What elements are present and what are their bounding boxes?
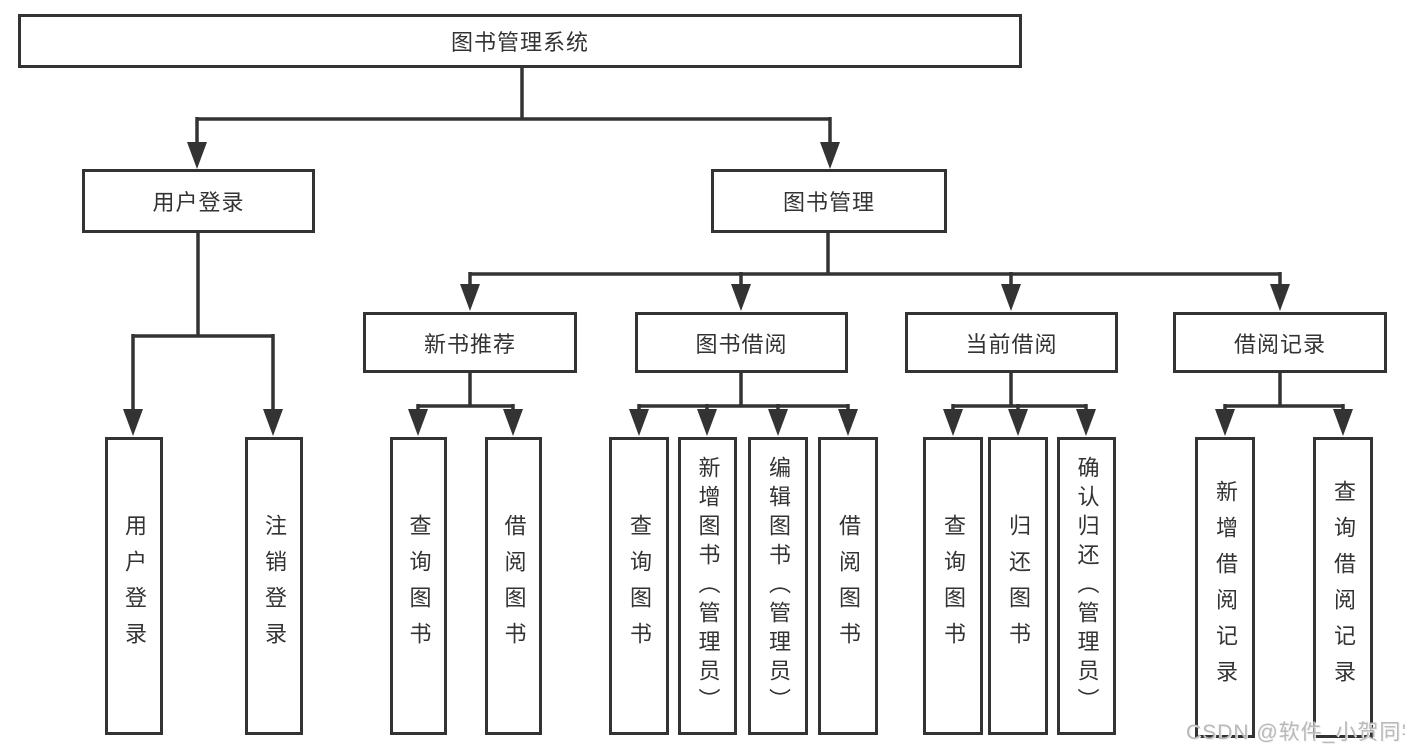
node-current-borrowing: 当前借阅 (905, 312, 1118, 373)
leaf-return-books: 归还图书 (988, 437, 1048, 735)
leaf-query-books-borrow: 查询图书 (609, 437, 669, 735)
leaf-user-login: 用户登录 (105, 437, 163, 735)
leaf-edit-books-admin: 编辑图书（管理员） (748, 437, 808, 735)
node-book-borrowing: 图书借阅 (635, 312, 848, 373)
leaf-borrow-books-label: 借阅图书 (836, 514, 861, 658)
leaf-query-books-recommend: 查询图书 (390, 437, 447, 735)
leaf-add-books-admin-label: 新增图书（管理员） (695, 455, 721, 717)
leaf-query-books-current: 查询图书 (923, 437, 983, 735)
leaf-confirm-return-admin: 确认归还（管理员） (1057, 437, 1116, 735)
watermark: CSDN @软件_小贺同学 (1186, 721, 1405, 744)
leaf-edit-books-admin-label: 编辑图书（管理员） (766, 455, 791, 717)
leaf-add-books-admin: 新增图书（管理员） (678, 437, 737, 735)
leaf-query-books-recommend-label: 查询图书 (406, 514, 432, 658)
node-new-book-recommendation: 新书推荐 (363, 312, 577, 373)
node-book-management: 图书管理 (711, 169, 947, 233)
leaf-logout-login: 注销登录 (245, 437, 303, 735)
node-user-login: 用户登录 (82, 169, 315, 233)
leaf-borrow-books: 借阅图书 (818, 437, 878, 735)
node-borrowing-records: 借阅记录 (1173, 312, 1387, 373)
leaf-logout-login-label: 注销登录 (262, 514, 287, 658)
leaf-user-login-label: 用户登录 (122, 514, 147, 658)
leaf-add-borrow-record: 新增借阅记录 (1195, 437, 1255, 738)
leaf-query-borrow-record-label: 查询借阅记录 (1331, 479, 1356, 696)
leaf-add-borrow-record-label: 新增借阅记录 (1213, 479, 1238, 696)
leaf-confirm-return-admin-label: 确认归还（管理员） (1074, 455, 1100, 717)
node-root-system: 图书管理系统 (18, 14, 1022, 68)
leaf-query-books-current-label: 查询图书 (941, 514, 966, 658)
leaf-return-books-label: 归还图书 (1006, 514, 1031, 658)
leaf-borrow-books-recommend-label: 借阅图书 (501, 514, 527, 658)
leaf-query-borrow-record: 查询借阅记录 (1313, 437, 1373, 738)
leaf-query-books-borrow-label: 查询图书 (627, 514, 652, 658)
leaf-borrow-books-recommend: 借阅图书 (485, 437, 542, 735)
